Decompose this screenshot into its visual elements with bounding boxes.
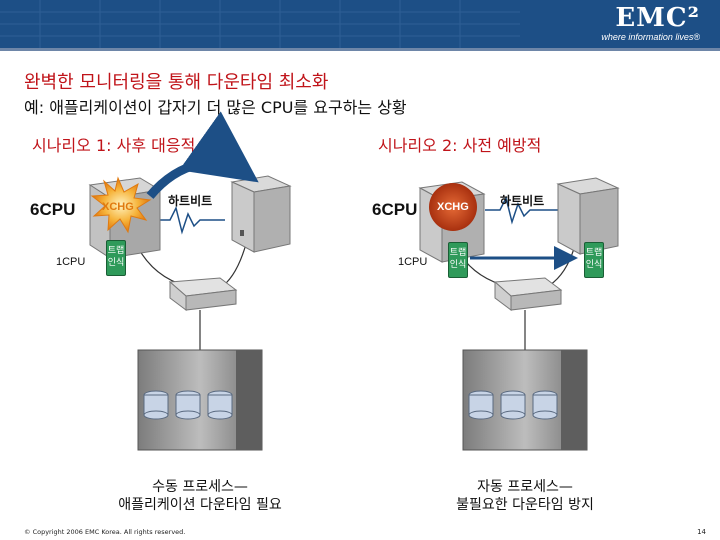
- slide-subtitle: 예: 애플리케이션이 갑자기 더 많은 CPU를 요구하는 상황: [24, 98, 407, 117]
- scenario2-heartbeat-line: [485, 195, 560, 225]
- scenario2-caption-line1: 자동 프로세스—: [477, 479, 573, 495]
- scenario2-app-label: XCHG: [437, 201, 469, 213]
- scenario1-trap-badge: 트랩 인식: [106, 240, 126, 276]
- scenario2-caption-line2: 불필요한 다운타임 방지: [456, 497, 594, 513]
- page-number: 14: [697, 528, 706, 536]
- scenario1-app-label: XCHG: [102, 201, 134, 213]
- scenario1-title: 시나리오 1: 사후 대응적: [32, 136, 196, 155]
- scenario2-storage-array: [462, 349, 588, 451]
- scenario1-storage-array: [137, 349, 263, 451]
- copyright-footer: © Copyright 2006 EMC Korea. All rights r…: [24, 528, 186, 536]
- header-divider: [0, 48, 720, 51]
- scenario1-cpu-high: 6CPU: [30, 200, 76, 219]
- logo-text: EMC²: [615, 3, 700, 33]
- scenario1-switch: [168, 277, 238, 311]
- scenario1-heartbeat-label: 하트비트: [168, 194, 213, 208]
- scenario1-right-server: [230, 175, 292, 253]
- logo-tagline: where information lives®: [601, 32, 700, 42]
- header-grid-pattern: [0, 0, 520, 48]
- scenario1-heartbeat-line: [152, 205, 225, 235]
- scenario2-xchg-circle: [429, 183, 477, 231]
- scenario2-switch: [493, 277, 563, 311]
- slide-title: 완벽한 모니터링을 통해 다운타임 최소화: [24, 72, 329, 93]
- scenario1-alert-burst: [90, 176, 152, 234]
- scenario2-cpu-low: 1CPU: [398, 256, 428, 268]
- scenario2-right-server: [556, 177, 620, 255]
- scenario1-migration-arrow: [146, 111, 259, 199]
- header-band: EMC² where information lives®: [0, 0, 720, 48]
- scenario1-cpu-low: 1CPU: [56, 256, 86, 268]
- scenario1-caption-line1: 수동 프로세스—: [152, 479, 248, 495]
- scenario2-trap-badge-right: 트랩 인식: [584, 242, 604, 278]
- scenario2-cpu-high: 6CPU: [372, 200, 418, 219]
- scenario2-title: 시나리오 2: 사전 예방적: [378, 136, 542, 155]
- emc-logo: EMC² where information lives®: [601, 4, 700, 42]
- scenario1-caption: 수동 프로세스— 애플리케이션 다운타임 필요: [60, 478, 340, 514]
- scenario1-caption-line2: 애플리케이션 다운타임 필요: [118, 497, 282, 513]
- scenario2-caption: 자동 프로세스— 불필요한 다운타임 방지: [390, 478, 660, 514]
- scenario2-heartbeat-label: 하트비트: [500, 194, 545, 208]
- scenario2-trap-badge-left: 트랩 인식: [448, 242, 468, 278]
